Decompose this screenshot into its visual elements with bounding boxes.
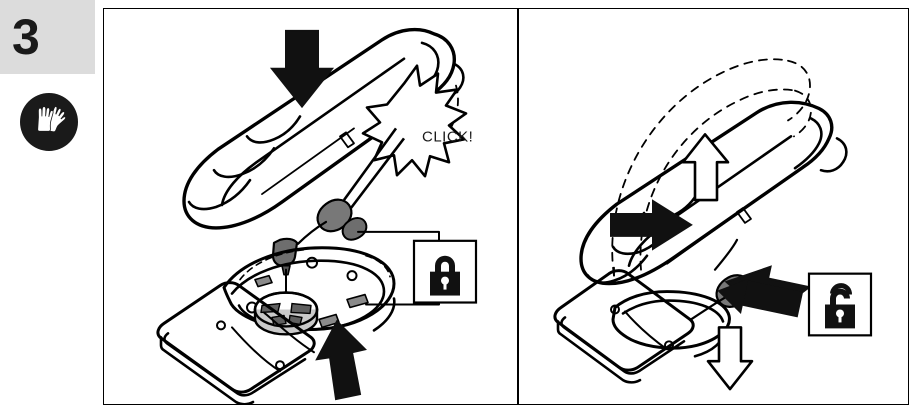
panel-attach-and-lock: CLICK! — [104, 9, 517, 404]
click-label: CLICK! — [422, 128, 473, 145]
release-button — [316, 198, 368, 241]
press-down-arrow — [269, 29, 335, 109]
push-in-arrow — [610, 199, 693, 251]
safety-gloves-icon — [20, 93, 78, 151]
lower-down-arrow — [706, 326, 754, 391]
illustration-frame: CLICK! — [103, 8, 909, 405]
steam-nozzle — [271, 237, 299, 276]
padlock-closed-icon — [412, 239, 478, 304]
step-column: 3 — [0, 0, 95, 414]
panel-release-and-detach — [519, 9, 908, 404]
step-number-badge — [0, 0, 95, 74]
base-slot-left — [254, 274, 273, 288]
press-release-button-arrow — [717, 265, 812, 318]
push-up-arrow — [315, 319, 367, 401]
floor-head-base — [611, 290, 731, 358]
floor-head-base — [222, 246, 396, 332]
step-number: 3 — [12, 9, 40, 65]
panel-divider — [517, 9, 519, 404]
cleaning-pad — [553, 269, 695, 384]
base-slot-right-a — [346, 293, 369, 309]
lift-up-arrow — [681, 133, 730, 202]
click-callout: CLICK! — [361, 64, 473, 178]
cleaning-pad — [156, 281, 316, 404]
padlock-open-icon — [807, 272, 873, 337]
